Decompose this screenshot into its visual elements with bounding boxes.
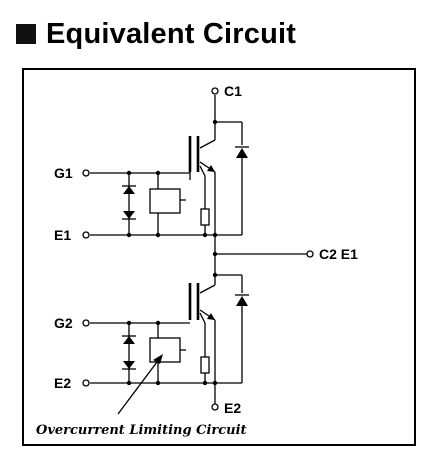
midpoint-node xyxy=(214,235,307,275)
igbt-top xyxy=(188,95,216,235)
zener-pair-bottom xyxy=(122,323,136,383)
freewheel-diode-bottom xyxy=(215,274,249,384)
page-title: Equivalent Circuit xyxy=(46,17,297,50)
diagram-frame xyxy=(22,68,416,446)
terminal-label-c1: C1 xyxy=(224,83,242,99)
terminal-label-g1: G1 xyxy=(54,165,73,181)
terminal-label-e2-bottom: E2 xyxy=(224,400,241,416)
freewheel-diode-top xyxy=(215,121,249,236)
terminal-label-e1: E1 xyxy=(54,227,71,243)
terminal-circles xyxy=(82,87,314,411)
igbt-bottom xyxy=(188,275,216,404)
limiting-block-top xyxy=(149,173,210,235)
terminal-label-e2-left: E2 xyxy=(54,375,71,391)
terminal-label-c2e1: C2 E1 xyxy=(319,246,358,262)
junction-dots xyxy=(126,119,218,386)
circuit-caption: Overcurrent Limiting Circuit xyxy=(36,423,247,438)
heading-bullet-icon xyxy=(16,24,36,44)
section-heading: Equivalent Circuit xyxy=(16,16,296,52)
limiting-block-bottom xyxy=(149,323,210,383)
zener-pair-top xyxy=(122,173,136,235)
terminal-label-g2: G2 xyxy=(54,315,73,331)
caption-pointer-arrow xyxy=(117,354,163,415)
